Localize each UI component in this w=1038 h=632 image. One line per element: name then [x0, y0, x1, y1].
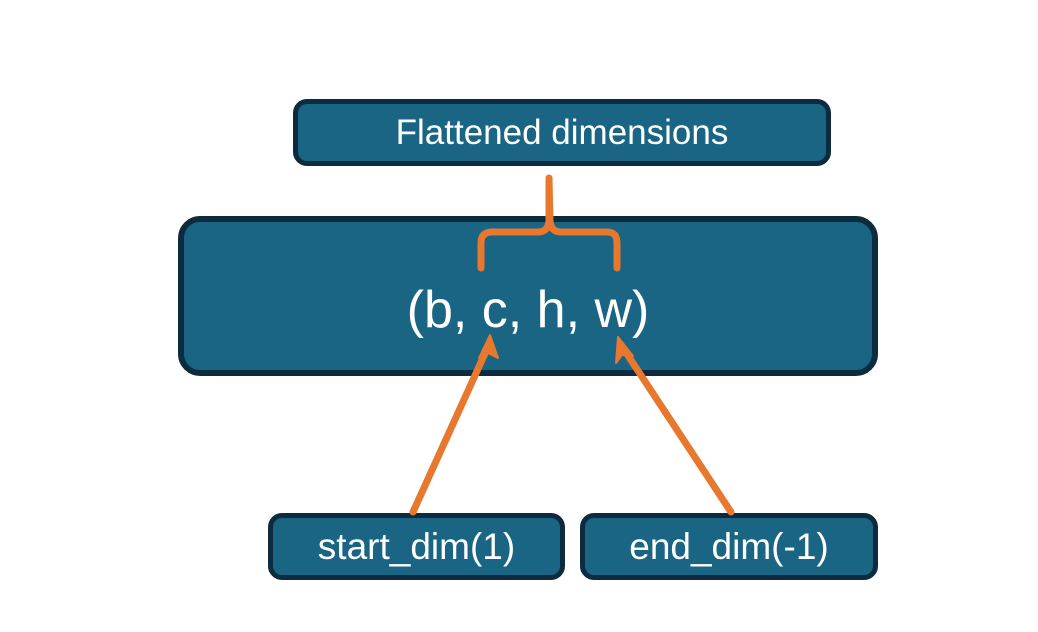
node-flattened-dimensions[interactable]: Flattened dimensions	[293, 99, 831, 166]
node-tensor-shape[interactable]: (b, c, h, w)	[178, 216, 878, 376]
node-end-dim[interactable]: end_dim(-1)	[580, 513, 878, 580]
node-flattened-dimensions-label: Flattened dimensions	[395, 113, 729, 152]
node-start-dim[interactable]: start_dim(1)	[268, 513, 565, 580]
node-start-dim-label: start_dim(1)	[317, 526, 516, 567]
node-end-dim-label: end_dim(-1)	[629, 526, 829, 567]
node-tensor-shape-label: (b, c, h, w)	[406, 281, 650, 339]
